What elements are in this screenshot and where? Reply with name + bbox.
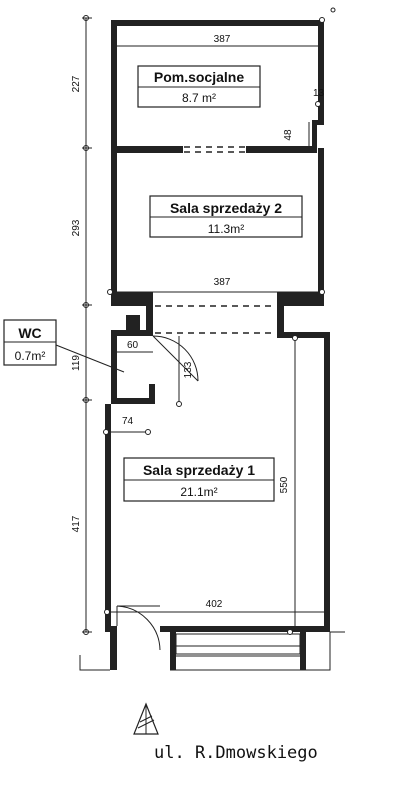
dim-119: 119 xyxy=(71,355,82,371)
room-area-wc: 0.7m² xyxy=(15,349,46,363)
dim-13: 13 xyxy=(313,88,325,99)
doors xyxy=(116,335,199,651)
openings xyxy=(155,146,276,334)
room-label-sales2: Sala sprzedaży 2 11.3m² xyxy=(149,195,303,238)
dim-top-387: 387 xyxy=(214,34,231,45)
street-name: ul. R.Dmowskiego xyxy=(154,743,318,763)
right-marks xyxy=(319,7,336,23)
room-name-sales2: Sala sprzedaży 2 xyxy=(170,200,282,216)
dim-133: 133 xyxy=(183,361,194,378)
dim-417: 417 xyxy=(71,515,82,532)
dim-74: 74 xyxy=(122,416,134,427)
room-area-social: 8.7 m² xyxy=(182,91,216,105)
walls xyxy=(105,20,330,670)
dim-293: 293 xyxy=(71,219,82,236)
room-area-sales1: 21.1m² xyxy=(180,485,217,499)
room-name-social: Pom.socjalne xyxy=(154,69,244,85)
room-label-sales1: Sala sprzedaży 1 21.1m² xyxy=(123,457,275,502)
dim-48: 48 xyxy=(283,129,294,141)
dim-13-48-group: 13 48 xyxy=(283,88,325,147)
dim-60: 60 xyxy=(127,340,139,351)
left-dimension-chain: 227 293 119 417 xyxy=(71,15,92,635)
north-arrow-icon xyxy=(133,702,159,735)
dim-mid-387: 387 xyxy=(214,277,231,288)
room-area-sales2: 11.3m² xyxy=(208,222,244,236)
horizontal-dimensions: 387 387 402 xyxy=(104,34,326,635)
dim-74-group: 74 xyxy=(103,416,151,435)
room-label-wc: WC 0.7m² xyxy=(3,319,125,373)
dim-227: 227 xyxy=(71,75,82,92)
storefront-window xyxy=(170,633,306,671)
room-name-wc: WC xyxy=(18,325,41,341)
room-label-social: Pom.socjalne 8.7 m² xyxy=(137,65,261,108)
room-name-sales1: Sala sprzedaży 1 xyxy=(143,462,255,478)
street-outline xyxy=(79,631,345,671)
dim-550-line: 550 xyxy=(279,335,298,632)
dim-bottom-402: 402 xyxy=(206,599,223,610)
wc-dimensions: 60 133 xyxy=(117,336,194,407)
dim-550: 550 xyxy=(279,476,290,493)
